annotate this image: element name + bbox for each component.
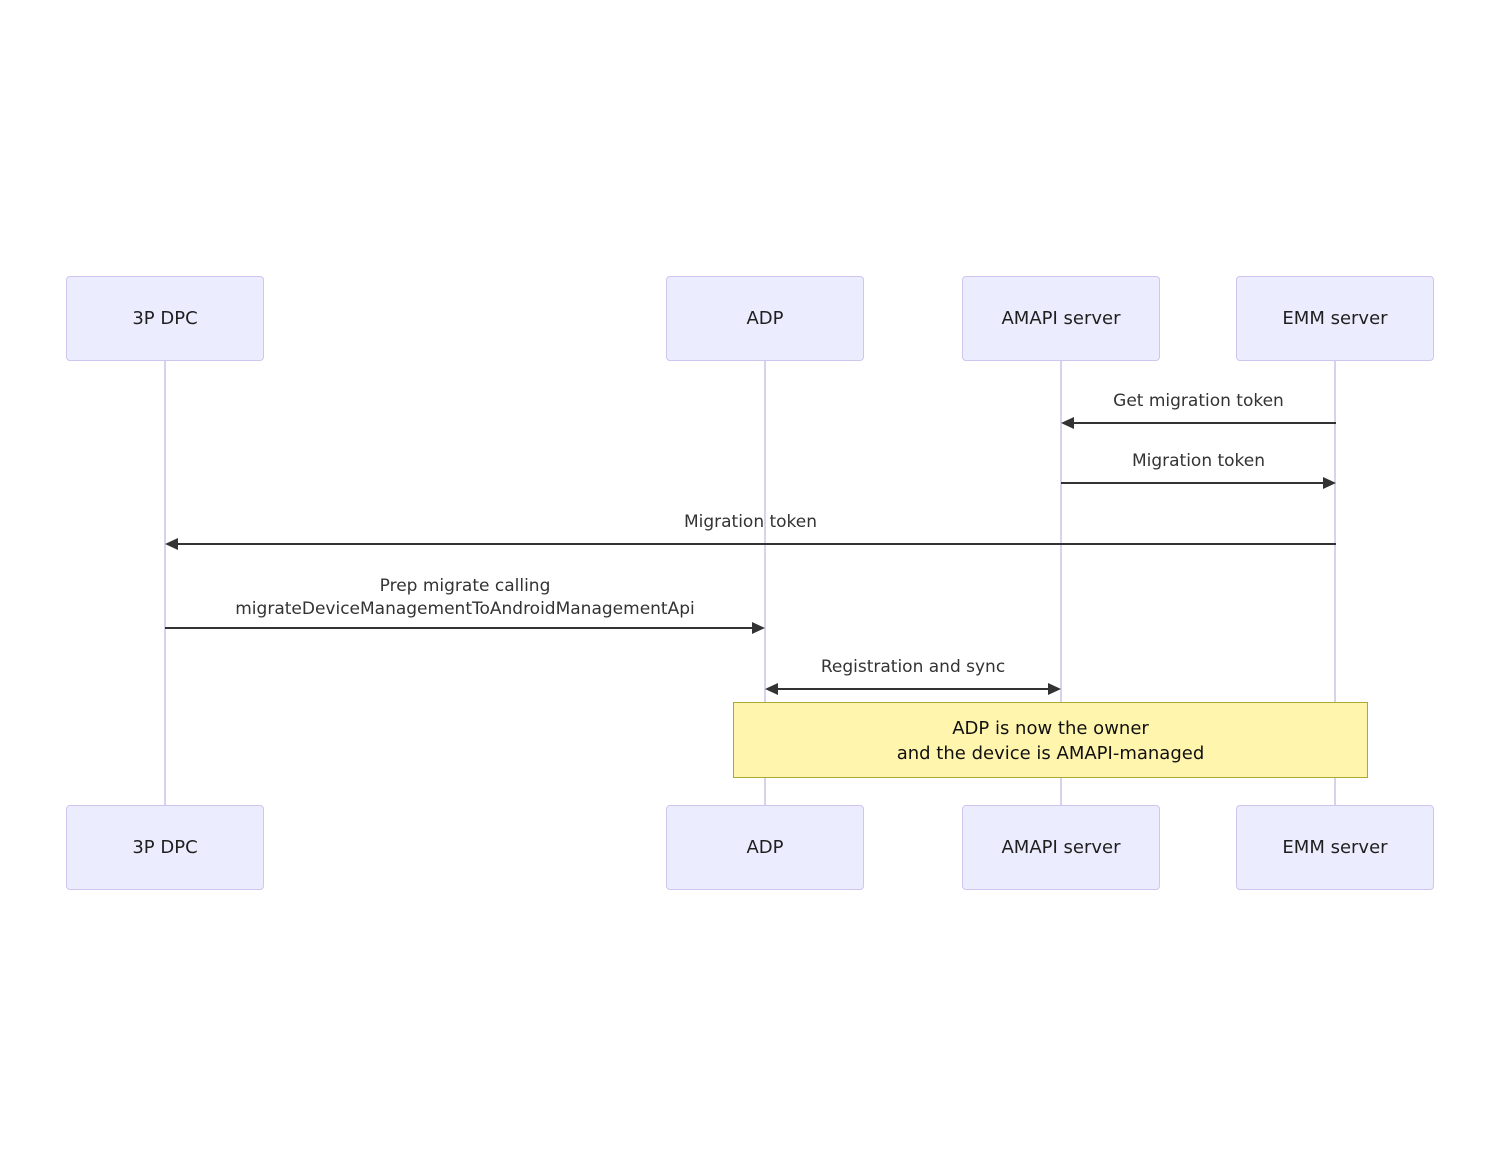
- message-registration-and-sync: Registration and sync: [765, 657, 1061, 703]
- note-box: ADP is now the owner and the device is A…: [733, 702, 1368, 778]
- arrowhead-left-icon: [165, 538, 178, 550]
- note-text-line-1: ADP is now the owner: [952, 718, 1149, 739]
- actor-label: AMAPI server: [1001, 308, 1121, 329]
- message-get-migration-token: Get migration token: [1061, 391, 1336, 437]
- lifeline-3p-dpc: [164, 361, 166, 805]
- message-line: [777, 688, 1049, 690]
- message-label: Registration and sync: [820, 657, 1006, 677]
- actor-label: 3P DPC: [132, 837, 198, 858]
- message-prep-migrate: Prep migrate calling migrateDeviceManage…: [165, 575, 765, 641]
- actor-top-emm-server: EMM server: [1236, 276, 1434, 361]
- message-migration-token-to-dpc: Migration token: [165, 512, 1336, 558]
- arrowhead-right-icon: [752, 622, 765, 634]
- message-label: Get migration token: [1113, 391, 1284, 411]
- actor-bottom-amapi-server: AMAPI server: [962, 805, 1160, 890]
- message-label: Prep migrate calling migrateDeviceManage…: [165, 575, 765, 621]
- message-line: [1061, 482, 1324, 484]
- message-line: [165, 627, 753, 629]
- actor-bottom-3p-dpc: 3P DPC: [66, 805, 264, 890]
- message-label: Migration token: [1131, 451, 1266, 471]
- message-line: [1073, 422, 1336, 424]
- actor-label: ADP: [746, 308, 784, 329]
- lifeline-amapi-server: [1060, 361, 1062, 805]
- lifeline-emm-server: [1334, 361, 1336, 805]
- arrowhead-right-icon: [1323, 477, 1336, 489]
- message-migration-token-to-emm: Migration token: [1061, 451, 1336, 497]
- actor-label: AMAPI server: [1001, 837, 1121, 858]
- actor-label: EMM server: [1282, 308, 1388, 329]
- arrowhead-left-icon: [765, 683, 778, 695]
- message-label-line-2: migrateDeviceManagementToAndroidManageme…: [235, 599, 695, 619]
- actor-label: ADP: [746, 837, 784, 858]
- arrowhead-left-icon: [1061, 417, 1074, 429]
- actor-label: EMM server: [1282, 837, 1388, 858]
- actor-top-3p-dpc: 3P DPC: [66, 276, 264, 361]
- actor-label: 3P DPC: [132, 308, 198, 329]
- lifeline-adp: [764, 361, 766, 805]
- actor-bottom-emm-server: EMM server: [1236, 805, 1434, 890]
- message-label-line-1: Prep migrate calling: [379, 576, 551, 596]
- message-line: [177, 543, 1336, 545]
- actor-top-adp: ADP: [666, 276, 864, 361]
- message-label: Migration token: [683, 512, 818, 532]
- note-text-line-2: and the device is AMAPI-managed: [896, 743, 1205, 764]
- actor-bottom-adp: ADP: [666, 805, 864, 890]
- actor-top-amapi-server: AMAPI server: [962, 276, 1160, 361]
- arrowhead-right-icon: [1048, 683, 1061, 695]
